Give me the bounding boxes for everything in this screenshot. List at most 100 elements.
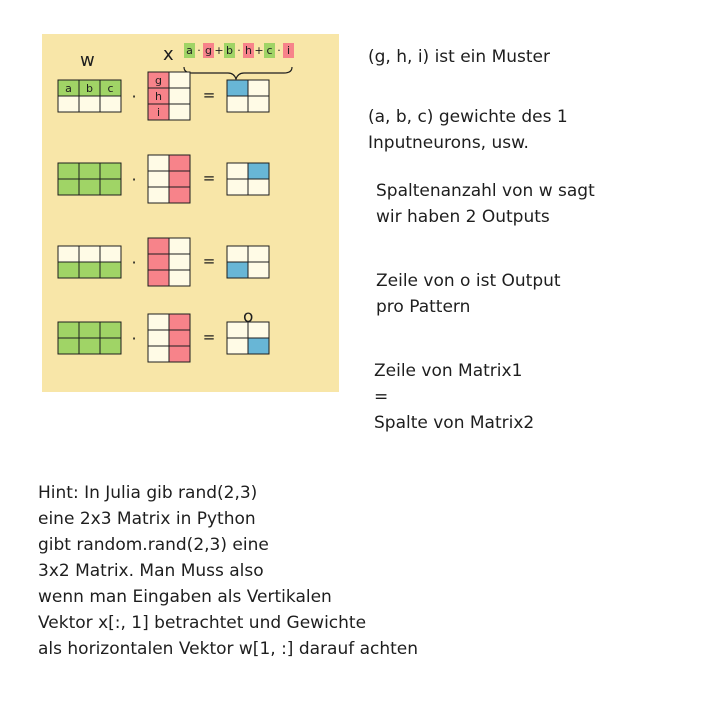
dot-operator: · [131,329,136,348]
equals-sign: = [203,169,216,187]
w-matrix-cell [57,95,80,113]
x-label: x [163,44,174,65]
w-matrix-cell [99,162,122,180]
matrix-row: a b c · ghi = [57,71,270,121]
x-matrix-cell [168,87,191,105]
x-matrix-cell [168,329,191,347]
weight-label: c [107,82,113,95]
w-matrix-cell [57,321,80,339]
x-matrix-cell [147,253,170,271]
w-matrix-cell [78,162,101,180]
weight-label: a [65,82,72,95]
input-label: g [155,74,162,87]
input-label: h [155,90,162,103]
w-matrix-cell [99,337,122,355]
x-matrix-cell [147,154,170,172]
w-matrix-cell [57,162,80,180]
o-matrix-cell [247,261,270,279]
formula-input: h [245,44,252,57]
o-matrix-cell [247,79,270,97]
o-matrix-cell [226,178,249,196]
x-matrix-cell [147,329,170,347]
note-muster: (g, h, i) ist ein Muster [368,47,550,67]
formula-times: · [277,44,281,57]
o-matrix-cell [247,95,270,113]
formula-input: g [205,44,212,57]
x-matrix-cell [168,186,191,204]
o-matrix-cell [226,261,249,279]
formula-weight-box [264,43,275,58]
o-matrix-cell [226,337,249,355]
x-matrix-cell [168,103,191,121]
w-matrix-cell [99,321,122,339]
formula-weight: a [186,44,193,57]
x-matrix-cell [168,170,191,188]
note-zeile-spalte: Zeile von Matrix1 = Spalte von Matrix2 [374,361,535,433]
dot-operator: · [131,253,136,272]
w-matrix-cell [78,337,101,355]
hint-text: Hint: In Julia gib rand(2,3) eine 2x3 Ma… [38,483,419,659]
o-matrix-cell [226,162,249,180]
x-matrix-cell [168,253,191,271]
formula-input-box [243,43,254,58]
w-matrix-cell [78,95,101,113]
formula-input-box [203,43,214,58]
o-matrix-cell [247,337,270,355]
note-gewichte: (a, b, c) gewichte des 1 Inputneurons, u… [368,107,568,153]
matrix-row: ·= [57,313,270,363]
w-matrix-cell [99,95,122,113]
x-matrix-cell [147,345,170,363]
w-matrix-cell [78,321,101,339]
x-matrix-cell [168,237,191,255]
formula-times: · [237,44,241,57]
x-matrix-cell [147,269,170,287]
formula-weight-box [184,43,195,58]
x-matrix-cell [168,313,191,331]
x-matrix-cell [168,71,191,89]
matrix-row: ·= [57,237,270,287]
formula-input-box [283,43,294,58]
x-matrix-cell [168,345,191,363]
formula-times: · [197,44,201,57]
formula-input: i [287,44,290,57]
o-matrix-cell [226,79,249,97]
note-zeile-output: Zeile von o ist Output pro Pattern [376,271,561,317]
x-matrix-cell [168,269,191,287]
w-matrix-cell [57,245,80,263]
w-matrix-cell [99,178,122,196]
dot-operator: · [131,170,136,189]
w-matrix-cell [57,261,80,279]
w-label: w [80,50,95,71]
formula-weight-box [224,43,235,58]
equals-sign: = [203,252,216,270]
formula-plus: + [214,44,223,57]
x-matrix-cell [147,170,170,188]
dot-operator: · [131,87,136,106]
equals-sign: = [203,86,216,104]
o-matrix-cell [226,245,249,263]
x-matrix-cell [147,237,170,255]
w-matrix-cell [78,178,101,196]
w-matrix-cell [57,337,80,355]
o-matrix-cell [247,245,270,263]
o-matrix-cell [247,178,270,196]
w-matrix-cell [57,178,80,196]
o-matrix-cell [247,162,270,180]
note-spaltenanzahl: Spaltenanzahl von w sagt wir haben 2 Out… [376,181,595,227]
w-matrix-cell [78,261,101,279]
x-matrix-cell [147,186,170,204]
x-matrix-cell [168,154,191,172]
matrix-row: ·= [57,154,270,204]
formula-plus: + [254,44,263,57]
w-matrix-cell [78,245,101,263]
w-matrix-cell [99,245,122,263]
input-label: i [157,106,160,119]
o-matrix-cell [226,95,249,113]
formula-weight: b [226,44,233,57]
formula-weight: c [266,44,272,57]
x-matrix-cell [147,313,170,331]
w-matrix-cell [99,261,122,279]
weight-label: b [86,82,93,95]
